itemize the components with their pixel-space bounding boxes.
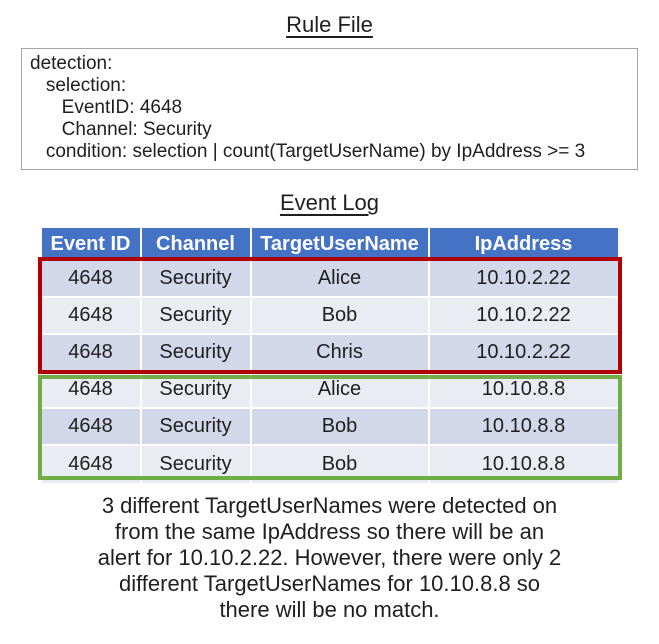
cell-event-id: 4648 [41, 446, 142, 483]
table-row: 4648 Security Bob 10.10.8.8 [41, 446, 618, 483]
rule-file-line: condition: selection | count(TargetUserN… [30, 141, 586, 162]
rule-file-line: detection: [30, 53, 113, 74]
cell-event-id: 4648 [41, 261, 142, 298]
cell-ipaddress: 10.10.2.22 [429, 261, 618, 298]
rule-file-line: Channel: Security [30, 119, 212, 140]
table-row: 4648 Security Alice 10.10.2.22 [41, 261, 618, 298]
table-row: 4648 Security Alice 10.10.8.8 [41, 372, 618, 409]
caption-line: different TargetUserNames for 10.10.8.8 … [118, 571, 541, 596]
cell-targetusername: Bob [251, 446, 430, 483]
cell-ipaddress: 10.10.8.8 [429, 446, 618, 483]
cell-ipaddress: 10.10.2.22 [429, 335, 618, 372]
caption-line: there will be no match. [219, 597, 440, 622]
cell-targetusername: Bob [251, 409, 430, 446]
cell-event-id: 4648 [41, 372, 142, 409]
cell-targetusername: Alice [251, 261, 430, 298]
cell-event-id: 4648 [41, 298, 142, 335]
event-log-table: Event ID Channel TargetUserName IpAddres… [41, 228, 618, 483]
cell-ipaddress: 10.10.8.8 [429, 372, 618, 409]
cell-channel: Security [141, 335, 252, 372]
cell-targetusername: Alice [251, 372, 430, 409]
rule-file-line: EventID: 4648 [30, 97, 183, 118]
column-header-ipaddress: IpAddress [429, 228, 618, 261]
event-log-table-wrap: Event ID Channel TargetUserName IpAddres… [37, 228, 622, 483]
cell-targetusername: Bob [251, 298, 430, 335]
table-row: 4648 Security Bob 10.10.8.8 [41, 409, 618, 446]
rule-file-title: Rule File [286, 12, 373, 37]
table-header-row: Event ID Channel TargetUserName IpAddres… [41, 228, 618, 261]
cell-ipaddress: 10.10.8.8 [429, 409, 618, 446]
cell-channel: Security [141, 261, 252, 298]
caption-line: from the same IpAddress so there will be… [114, 519, 545, 544]
table-row: 4648 Security Bob 10.10.2.22 [41, 298, 618, 335]
column-header-targetusername: TargetUserName [251, 228, 430, 261]
rule-file-line: selection: [30, 75, 127, 96]
caption-line: 3 different TargetUserNames were detecte… [101, 493, 558, 518]
column-header-channel: Channel [141, 228, 252, 261]
cell-event-id: 4648 [41, 409, 142, 446]
cell-event-id: 4648 [41, 335, 142, 372]
cell-channel: Security [141, 446, 252, 483]
event-log-title: Event Log [279, 190, 380, 215]
cell-channel: Security [141, 298, 252, 335]
caption-line: alert for 10.10.2.22. However, there wer… [97, 545, 562, 570]
column-header-event-id: Event ID [41, 228, 142, 261]
cell-targetusername: Chris [251, 335, 430, 372]
cell-channel: Security [141, 409, 252, 446]
cell-channel: Security [141, 372, 252, 409]
cell-ipaddress: 10.10.2.22 [429, 298, 618, 335]
table-row: 4648 Security Chris 10.10.2.22 [41, 335, 618, 372]
rule-file-box: detection: selection: EventID: 4648 Chan… [21, 48, 638, 170]
caption: 3 different TargetUserNames were detecte… [0, 493, 659, 623]
